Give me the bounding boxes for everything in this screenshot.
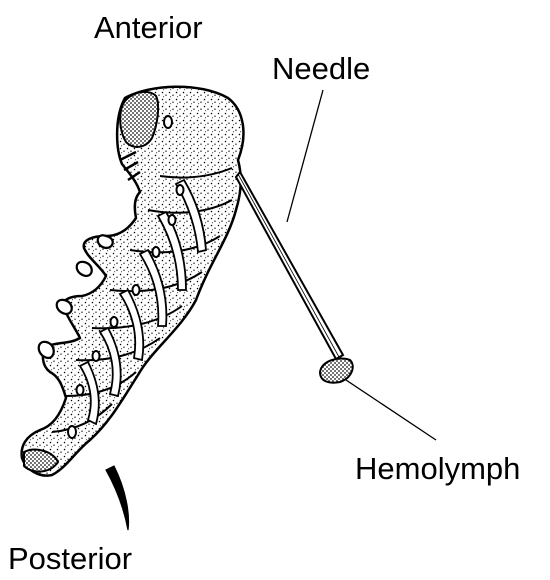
anterior-label: Anterior bbox=[94, 12, 203, 43]
hemolymph-droplet bbox=[320, 359, 353, 383]
tail-horn bbox=[106, 466, 128, 530]
needle-label: Needle bbox=[272, 53, 370, 84]
posterior-label: Posterior bbox=[8, 543, 132, 574]
needle bbox=[236, 172, 343, 359]
needle-leader-line bbox=[287, 90, 323, 222]
hemolymph-label: Hemolymph bbox=[355, 453, 520, 484]
head-capsule bbox=[120, 92, 158, 147]
hemolymph-leader-line bbox=[346, 380, 436, 440]
